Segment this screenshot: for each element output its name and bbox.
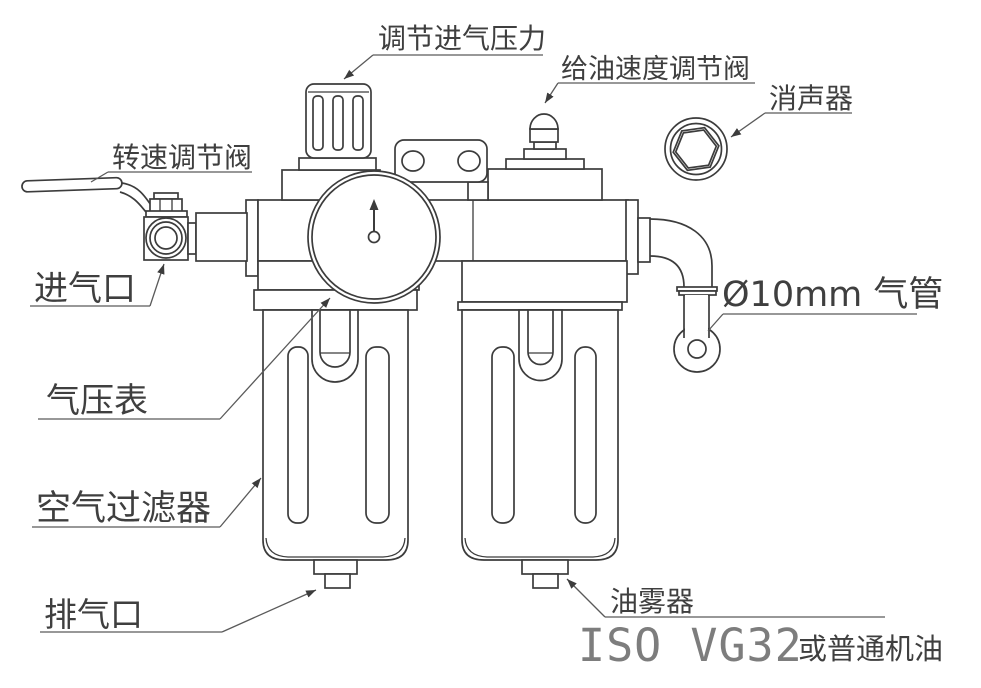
sight-tube-inner [319, 309, 351, 368]
muffler-part [664, 117, 728, 181]
label-air-inlet: 进气口 [34, 269, 136, 309]
leader-arrow-regulator [343, 54, 374, 80]
label-oil-feed-speed-valve: 给油速度调节阀 [561, 54, 750, 85]
lubricator-bowl [461, 309, 619, 589]
drain-plug [532, 573, 559, 589]
bowl-slot [365, 346, 390, 524]
label-oil-spec-suffix: 或普通机油 [798, 632, 943, 666]
filter-bowl [262, 309, 409, 589]
sight-tube-inner [527, 309, 554, 366]
bowl-slot [574, 346, 597, 524]
mounting-bracket [394, 139, 489, 201]
outlet-stub [637, 217, 651, 263]
lubricator-bowl-lip [457, 301, 623, 311]
drain-collar [313, 559, 358, 575]
label-pressure-gauge: 气压表 [46, 381, 148, 421]
oil-speed-knob [487, 113, 603, 201]
leader-speed-valve [90, 171, 109, 183]
frl-body [245, 199, 651, 311]
pressure-gauge-dial [307, 170, 441, 304]
bracket-hole [401, 150, 425, 172]
gauge-hub [367, 230, 381, 244]
leader-arrow-filter [219, 477, 262, 528]
leader-arrow-oil-speed [544, 82, 559, 104]
elbow-pipe [649, 218, 721, 373]
label-air-pipe-size: Ø10mm 气管 [722, 275, 943, 315]
ball-valve [21, 176, 248, 262]
hex-insert [672, 126, 720, 172]
label-exhaust-port: 排气口 [44, 595, 143, 634]
gauge-needle-arrow [369, 199, 379, 210]
label-rotation-speed-valve: 转速调节阀 [112, 141, 252, 174]
drain-plug [324, 573, 351, 589]
label-oil-spec-iso: ISO VG32 [578, 619, 803, 672]
label-adjust-intake-pressure: 调节进气压力 [378, 22, 546, 55]
bowl-slot [491, 346, 515, 524]
label-muffler: 消声器 [769, 82, 853, 115]
valve-handle [21, 176, 123, 193]
label-oil-mist-lubricator: 油雾器 [610, 585, 694, 618]
inlet-pipe [195, 212, 248, 262]
leader-pipe [707, 313, 724, 332]
leader-arrow-inlet [149, 263, 165, 307]
lubricator-head-block [461, 260, 628, 303]
valve-stem-nut [149, 198, 183, 213]
knob-rib [312, 95, 324, 151]
leader-arrow-muffler [730, 112, 766, 138]
label-air-filter: 空气过滤器 [36, 489, 211, 529]
leader-arrow-gauge [219, 297, 331, 420]
leader-arrow-lubricator [566, 578, 606, 618]
leader-arrow-exhaust [221, 589, 317, 633]
knob-rib [352, 95, 364, 151]
leader-lines [30, 54, 917, 633]
dome-knob [529, 113, 559, 130]
knob-rib [332, 95, 344, 151]
bracket-hole [457, 150, 481, 172]
drain-collar [521, 559, 569, 575]
bowl-slot [287, 346, 309, 524]
callout-labels: 调节进气压力 给油速度调节阀 消声器 转速调节阀 进气口 气压表 空气过滤器 排… [34, 22, 943, 672]
